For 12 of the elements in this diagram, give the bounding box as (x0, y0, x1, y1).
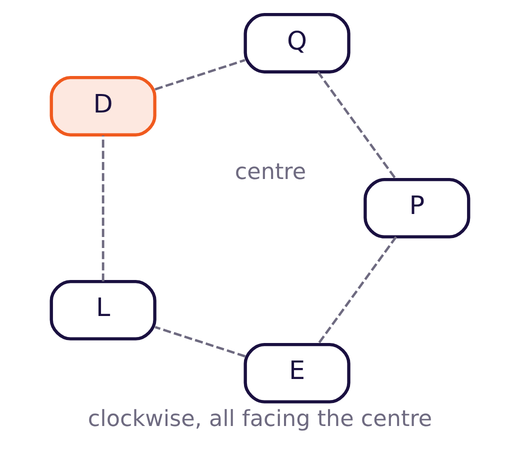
node-box: Q (244, 12, 350, 74)
node-box: L (50, 280, 156, 340)
connector (154, 326, 246, 358)
connector (102, 136, 104, 282)
node-box: E (244, 342, 350, 404)
caption: clockwise, all facing the centre (88, 406, 432, 432)
connector (154, 59, 246, 90)
node-box: D (50, 76, 156, 136)
connector (316, 71, 397, 180)
node-box: P (364, 178, 470, 238)
connector (317, 236, 397, 345)
label: centre (234, 159, 306, 186)
